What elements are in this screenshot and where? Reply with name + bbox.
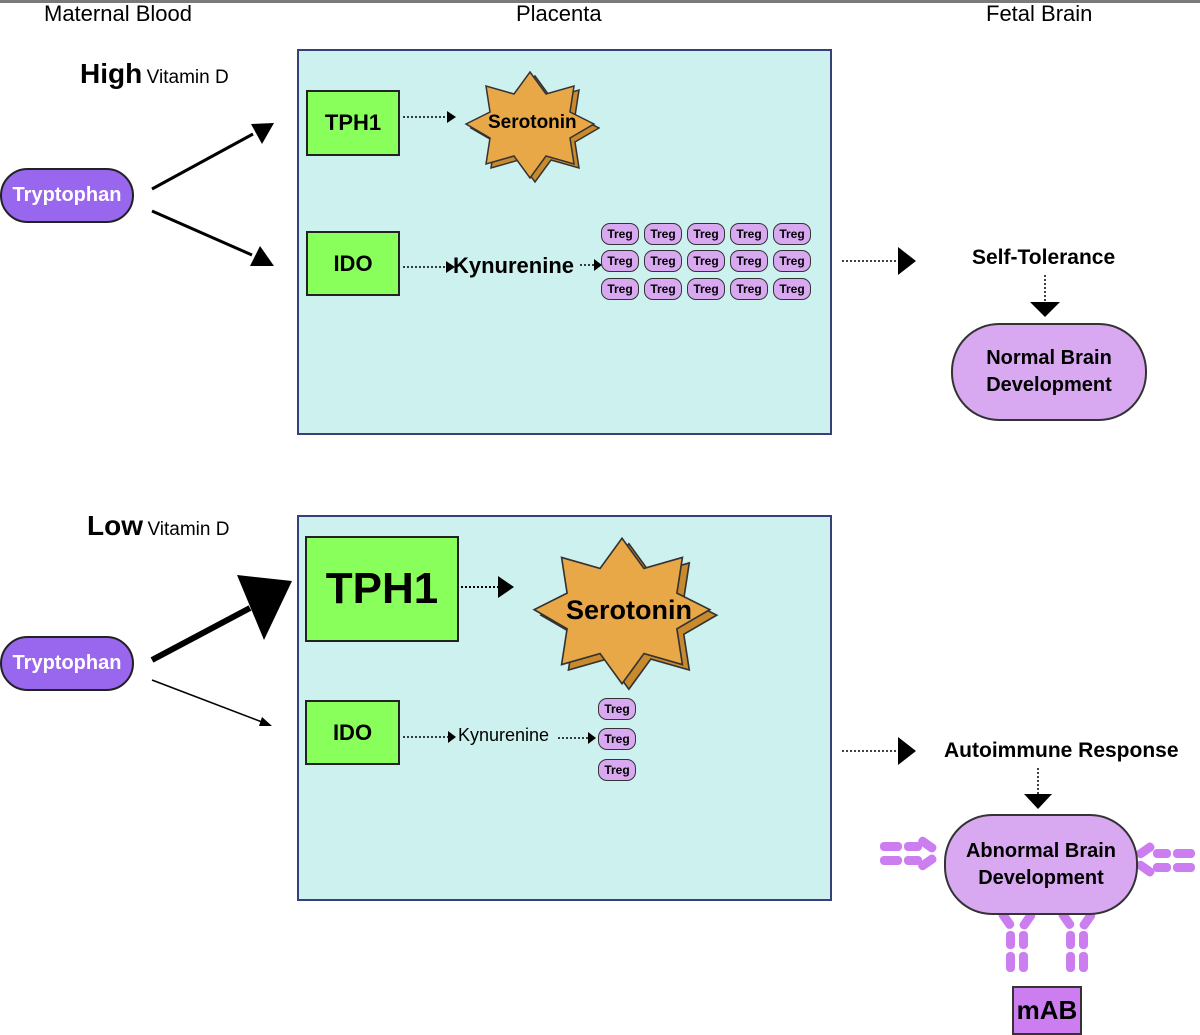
column-title-fetal-brain: Fetal Brain [986, 1, 1093, 26]
ido-box-high: IDO [306, 231, 400, 296]
arrow-response-to-outcome-low [1024, 768, 1052, 809]
treg-cell: Treg [687, 223, 725, 245]
arrow-placenta-to-tolerance-high [842, 247, 916, 275]
arrow-tph1-to-serotonin-high [403, 111, 456, 123]
arrow-tryptophan-to-tph1-high [151, 123, 274, 191]
arrow-ido-to-kynurenine-low [403, 731, 456, 743]
low-vitamin-d-label: Low Vitamin D [87, 510, 229, 542]
ido-box-low: IDO [305, 700, 400, 765]
top-border [0, 0, 1200, 3]
treg-cell: Treg [601, 250, 639, 272]
abnormal-brain-line1: Abnormal Brain [965, 839, 1117, 862]
column-title-placenta: Placenta [516, 1, 602, 26]
arrow-placenta-to-response-low [842, 737, 916, 765]
tryptophan-node-high: Tryptophan [0, 168, 134, 223]
normal-brain-line2: Development [986, 374, 1112, 396]
mab-box: mAB [1012, 986, 1082, 1035]
treg-cell: Treg [687, 250, 725, 272]
autoimmune-response-label: Autoimmune Response [944, 739, 1179, 762]
normal-brain-line1: Normal Brain [986, 347, 1112, 369]
treg-cell: Treg [773, 250, 811, 272]
treg-cell: Treg [730, 278, 768, 300]
antibody-icons [880, 836, 1195, 972]
arrow-ido-to-kynurenine-high [403, 261, 455, 273]
tph1-box-high: TPH1 [306, 90, 400, 156]
arrow-tryptophan-to-tph1-low [150, 575, 292, 663]
arrow-tolerance-to-outcome-high [1030, 275, 1060, 317]
treg-cell: Treg [601, 278, 639, 300]
treg-cell: Treg [730, 223, 768, 245]
arrow-kynurenine-to-treg-high [580, 259, 602, 271]
serotonin-shape-low [532, 536, 719, 691]
high-vitamin-text: Vitamin D [146, 67, 229, 88]
treg-cell: Treg [773, 278, 811, 300]
treg-cell: Treg [601, 223, 639, 245]
arrow-tryptophan-to-ido-low [151, 679, 272, 726]
treg-cell: Treg [598, 698, 636, 720]
treg-cell: Treg [598, 759, 636, 781]
treg-cell: Treg [687, 278, 725, 300]
arrow-kynurenine-to-treg-low [558, 732, 596, 744]
treg-cell: Treg [644, 278, 682, 300]
kynurenine-label-low: Kynurenine [458, 725, 550, 745]
arrow-tryptophan-to-ido-high [151, 209, 274, 266]
arrow-tph1-to-serotonin-low [461, 576, 514, 598]
treg-cell: Treg [644, 223, 682, 245]
self-tolerance-label: Self-Tolerance [972, 246, 1116, 269]
tph1-box-low: TPH1 [305, 536, 459, 642]
treg-cell: Treg [730, 250, 768, 272]
low-level-text: Low [87, 510, 143, 541]
high-vitamin-d-label: High Vitamin D [80, 58, 229, 90]
column-title-maternal-blood: Maternal Blood [44, 1, 192, 26]
treg-cell: Treg [598, 728, 636, 750]
low-vitamin-text: Vitamin D [147, 519, 230, 540]
serotonin-label-low: Serotonin [566, 595, 692, 625]
high-level-text: High [80, 58, 143, 89]
treg-cell: Treg [773, 223, 811, 245]
treg-cell: Treg [644, 250, 682, 272]
abnormal-brain-line2: Development [978, 866, 1104, 889]
serotonin-label-high: Serotonin [488, 112, 577, 133]
tryptophan-node-low: Tryptophan [0, 636, 134, 691]
serotonin-shape-high [464, 70, 600, 184]
kynurenine-label-high: Kynurenine [453, 253, 575, 278]
